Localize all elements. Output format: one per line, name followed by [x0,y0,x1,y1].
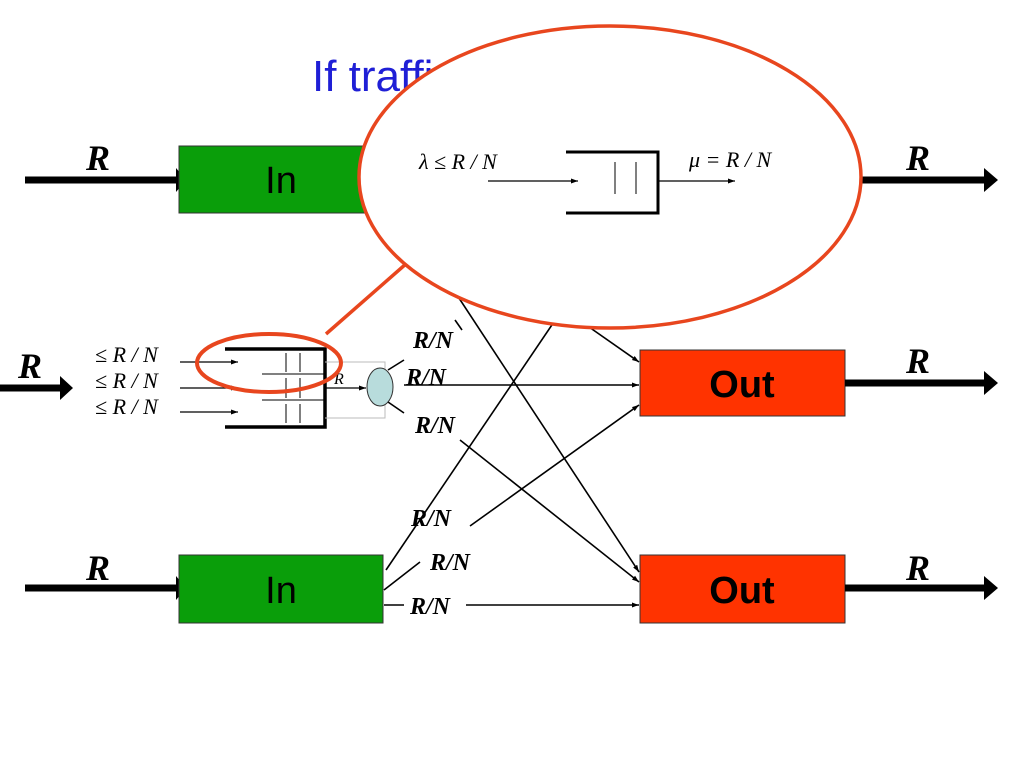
queue-output-rate: R [333,371,344,388]
link-in2-to-out1 [469,404,640,527]
input-port-label: In [265,160,297,202]
scheduler-node [366,367,394,407]
zoom-bubble [357,24,863,330]
output-port-label-2: Out [709,570,775,612]
link-label-2: R/N [405,365,448,391]
link-label-6: R/N [409,594,452,620]
voq-queues [180,347,386,429]
input-port-label-bottom: In [265,570,297,612]
output-port-box-2 [639,554,846,624]
link-mid-up [454,319,463,331]
output-port-box-1 [639,349,846,417]
service-rate-label: μ = R / N [688,147,772,172]
link-label-3: R/N [414,413,457,439]
highlight-ring [195,332,343,394]
link-label-1: R/N [412,328,455,354]
zoom-queue [566,150,660,215]
input-rate-label-bottom: R [85,548,110,588]
input-port-box-bottom [178,554,384,624]
input-rate-label: R [85,138,110,178]
link-top-cross-1 [454,291,640,573]
highlight-connector [324,254,417,336]
input-port-box [178,145,384,214]
output-port-label-1: Out [709,364,775,406]
link-label-4: R/N [410,506,453,532]
middle-input-rate: R [17,346,42,386]
crossbar-lines [383,291,640,608]
output-rate-label: R [905,138,930,178]
queue-input-rate-1: ≤ R / N [95,342,159,367]
queue-input-rate-2: ≤ R / N [95,368,159,393]
link-mid-to-out2 [459,439,640,583]
arrival-rate-label: λ ≤ R / N [418,149,498,174]
link-label-5: R/N [429,550,472,576]
link-in2-cross-up [385,312,561,571]
queue-input-rate-3: ≤ R / N [95,394,159,419]
output-rate-label-1: R [905,341,930,381]
output-rate-label-2: R [905,548,930,588]
